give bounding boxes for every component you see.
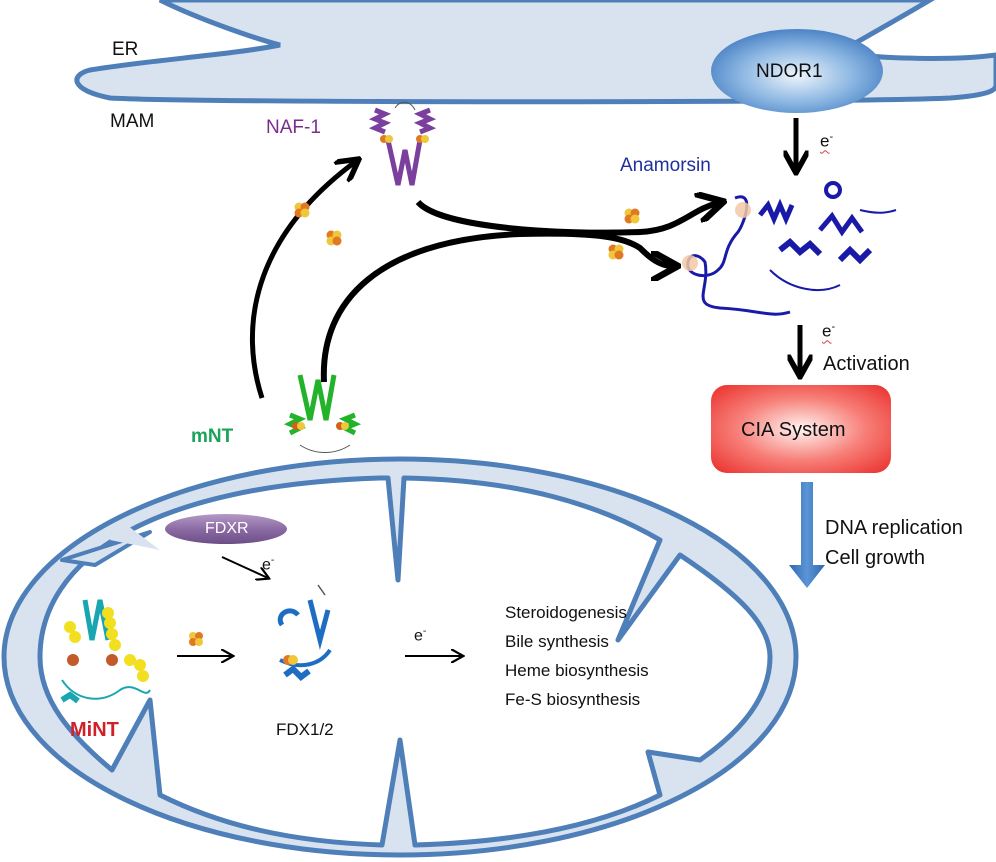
fe-s-cluster-icon bbox=[67, 654, 79, 666]
fe-s-cluster-icon bbox=[416, 135, 429, 143]
fdx-label: FDX1/2 bbox=[276, 720, 334, 739]
activation-label: Activation bbox=[823, 353, 910, 375]
naf1-label: NAF-1 bbox=[266, 117, 321, 138]
process-item: Heme biosynthesis bbox=[505, 661, 649, 680]
arrow-mnt-to-anamorsin bbox=[320, 230, 672, 383]
electron-charge: - bbox=[270, 555, 275, 566]
mam-label: MAM bbox=[110, 111, 155, 132]
fe-s-cluster-icon bbox=[336, 422, 349, 430]
cia-system-box bbox=[711, 385, 891, 473]
fe-s-cluster-icon bbox=[326, 230, 342, 246]
er-label: ER bbox=[112, 39, 139, 60]
fe-s-cluster-icon bbox=[283, 655, 298, 665]
arrow-mnt-to-naf1 bbox=[249, 162, 355, 399]
electron-charge: - bbox=[422, 626, 427, 637]
fe-s-cluster-icon bbox=[608, 244, 624, 260]
electron-symbol: e bbox=[820, 131, 830, 151]
anamorsin-fe-s-sites bbox=[682, 202, 751, 271]
fe-s-cluster-icon bbox=[189, 632, 203, 646]
electron-charge: - bbox=[829, 131, 834, 143]
anamorsin-structure bbox=[686, 181, 897, 316]
electron-symbol: e bbox=[414, 627, 423, 645]
arrow-naf1-to-anamorsin bbox=[415, 202, 718, 236]
fdxr-label: FDXR bbox=[205, 520, 249, 537]
mnt-structure bbox=[283, 374, 362, 453]
fe-s-cluster-icon bbox=[624, 208, 640, 224]
mint-label: MiNT bbox=[70, 719, 119, 741]
crista bbox=[110, 520, 160, 550]
electron-symbol: e bbox=[822, 321, 832, 341]
mnt-label: mNT bbox=[191, 426, 234, 447]
process-item: Bile synthesis bbox=[505, 632, 609, 651]
arrow-fdxr-to-fdx bbox=[221, 556, 268, 578]
fe-s-cluster-icon bbox=[292, 422, 305, 430]
mitochondrion-inner-membrane bbox=[37, 475, 773, 848]
electron-label-ndor1: e- bbox=[820, 131, 834, 151]
cia-outcome-item: Cell growth bbox=[825, 547, 926, 569]
cia-outcomes-list: DNA replication Cell growth bbox=[825, 518, 963, 578]
electron-charge: - bbox=[831, 321, 836, 333]
fdx-processes-list: Steroidogenesis Bile synthesis Heme bios… bbox=[505, 604, 649, 720]
fe-s-cluster-icon bbox=[106, 654, 118, 666]
electron-label-fdxr: e- bbox=[262, 555, 275, 574]
cia-outcome-item: DNA replication bbox=[825, 517, 963, 539]
process-item: Steroidogenesis bbox=[505, 603, 627, 622]
process-item: Fe-S biosynthesis bbox=[505, 690, 641, 709]
electron-label-fdx: e- bbox=[414, 626, 427, 645]
ndor1-label: NDOR1 bbox=[756, 61, 823, 82]
fe-s-cluster-icon bbox=[380, 135, 393, 143]
electron-symbol: e bbox=[262, 556, 271, 574]
ndor1-node bbox=[711, 29, 883, 113]
fe-s-cluster-icon bbox=[294, 202, 310, 218]
cia-outcome-arrow bbox=[789, 482, 825, 588]
naf1-structure bbox=[368, 101, 437, 186]
fdxr-node bbox=[165, 514, 287, 544]
cia-system-label: CIA System bbox=[741, 419, 846, 441]
anamorsin-label: Anamorsin bbox=[620, 155, 711, 176]
mint-structure bbox=[60, 599, 151, 704]
fe-s-cluster-icons bbox=[67, 135, 640, 666]
electron-label-anamorsin: e- bbox=[822, 321, 836, 341]
fdx-structure bbox=[277, 584, 332, 681]
